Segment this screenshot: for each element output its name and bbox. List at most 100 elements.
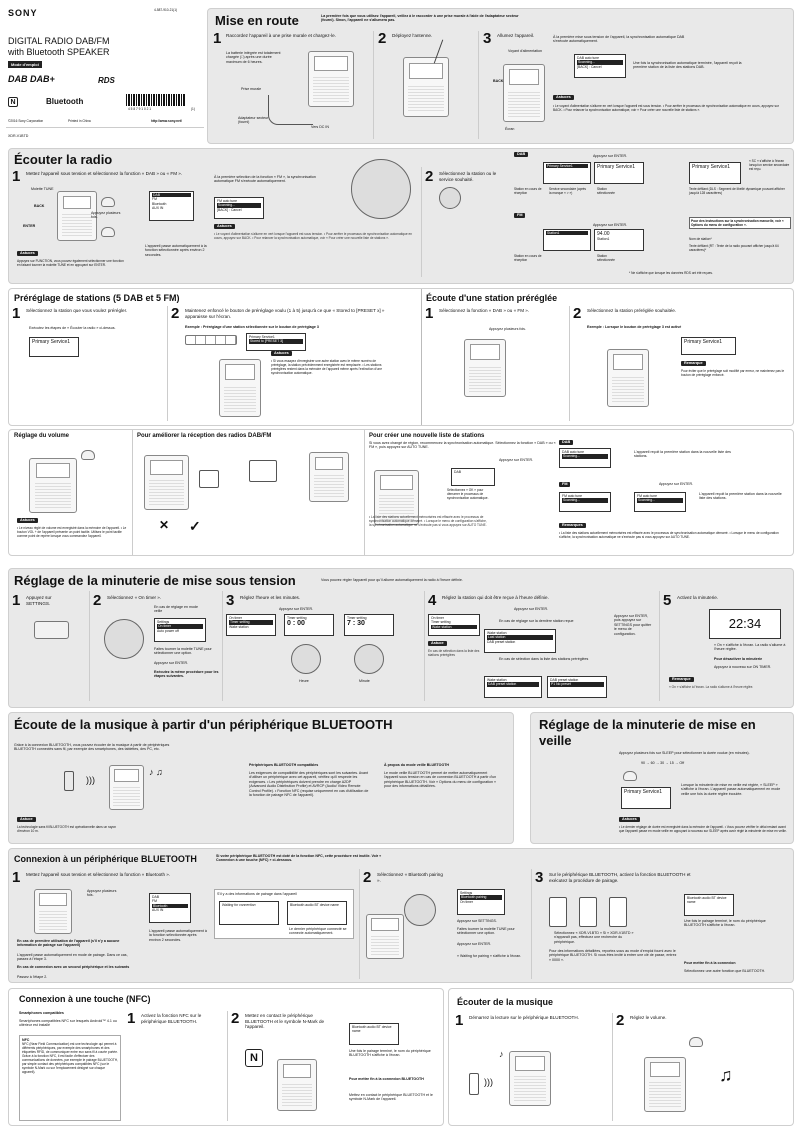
preset-stored: Stored to [PRESET 3]	[249, 339, 303, 344]
reception-title: Pour améliorer la réception des radios D…	[137, 433, 272, 439]
timer-remarque-text: « On » s'affiche à l'écran. La radio s'a…	[669, 685, 754, 689]
timer-tune-knob[interactable]	[104, 619, 144, 659]
brand-logo: SONY	[8, 8, 38, 18]
back-label: BACK	[34, 204, 45, 208]
model-number: XDR-V1BTD	[8, 134, 29, 138]
btconn-menu-bt[interactable]: Bluetooth	[152, 903, 188, 908]
fm-lcd-3: [BACK] : Cancel	[217, 207, 242, 212]
timer-lcd-5-b[interactable]: Last station	[487, 635, 553, 640]
nfc-compat-title: Smartphones compatibles	[19, 1011, 64, 1015]
music-panel: Écouter de la musique 1 Démarrez la lect…	[448, 988, 794, 1126]
music-title: Écouter de la musique	[457, 997, 554, 1007]
nl-dab-lcd-2: Scanning...	[562, 454, 608, 459]
menu-item-auxin[interactable]: AUX IN	[152, 205, 164, 210]
timer-lcd-ontimer[interactable]: On timer	[157, 624, 203, 629]
reception-device-1	[144, 455, 189, 510]
btconn-menu-dab[interactable]: DAB	[152, 895, 159, 899]
timer-intro: Vous pouvez régler l'appareil pour qu'il…	[321, 578, 463, 582]
newlist-cancel-note: Sélectionnez « OK » pour démarrer le pro…	[447, 488, 489, 500]
btconn-pairing-info: S'il y a des informations de pairage dan…	[217, 892, 297, 896]
timer-lcd-1-c[interactable]: Wake station	[229, 624, 249, 629]
dab-sc-note: « SC » s'affiche à l'écran lorsqu'un ser…	[749, 159, 790, 171]
nfc-device	[277, 1059, 317, 1111]
volume-device	[29, 458, 77, 513]
tune-knob-large[interactable]	[351, 159, 411, 219]
listen-astuces-text: • Le voyant d'alimentation s'allume en v…	[214, 232, 414, 272]
btconn-s1-num: 1	[12, 869, 21, 886]
timer-minute-knob[interactable]	[354, 644, 384, 674]
btconn-menu-aux[interactable]: AUX IN	[152, 907, 164, 912]
timer-lcd-5-c[interactable]: DAB preset station	[487, 639, 516, 644]
volume-panel: Réglage du volume Astuces • Le niveau ré…	[8, 429, 794, 556]
timer-lcd-2: Timer setting 0 : 00	[284, 614, 334, 636]
timer-s4-num: 4	[428, 592, 437, 609]
setup-dcin: Vers DC IN	[311, 125, 329, 129]
timer-remarque-tag: Remarque	[669, 677, 694, 682]
menu-item-fm[interactable]: FM	[152, 197, 157, 202]
btconn-menu-fm[interactable]: FM	[152, 899, 157, 904]
timer-press-enter-2: Appuyez sur ENTER.	[514, 607, 549, 611]
timer-hour-knob[interactable]	[291, 644, 321, 674]
hand-icon-2	[101, 227, 115, 237]
timer-lcd-4: On timer Timer setting Wake station	[428, 614, 480, 636]
preset-step2-num: 2	[171, 305, 180, 322]
timer-s2-num: 2	[93, 592, 102, 609]
btconn-device-name: Bluetooth audio BT device name	[290, 903, 339, 907]
timer-lcd-7-b[interactable]: P1 No preset	[550, 682, 604, 687]
timer-lcd-5-a: Wake station	[487, 631, 507, 635]
listen-step1-num: 1	[12, 168, 21, 185]
setup-step3-num: 3	[483, 30, 492, 47]
btconn-lcd-ontimer[interactable]: On timer	[460, 899, 473, 904]
barcode	[126, 94, 186, 106]
sleep-tips-tag: Astuces	[619, 817, 640, 822]
bt-mode-title: À propos du mode veille BLUETOOTH	[384, 763, 450, 767]
sleep-lcd-text: Primary Service1	[624, 789, 663, 795]
newlist-dab-tag: DAB	[559, 440, 574, 445]
setup-tips: • Le voyant d'alimentation s'allume en v…	[553, 104, 779, 112]
setup-device-3	[503, 64, 545, 122]
fm-lcd-1: FM auto tune	[217, 199, 237, 203]
phone-icon-3	[579, 897, 597, 927]
btconn-lcd-pairing[interactable]: Bluetooth pairing	[460, 895, 502, 900]
nfc-box: NFC (Near Field Communication) est une t…	[22, 1042, 118, 1075]
menu-item-dab[interactable]: DAB	[152, 193, 191, 198]
bt-compat-title: Périphériques BLUETOOTH compatibles	[249, 763, 319, 767]
timer-s3: Réglez l'heure et les minutes.	[240, 595, 301, 600]
preset-listen-press: Appuyez plusieurs fois.	[489, 327, 526, 331]
menu-item-bluetooth[interactable]: Bluetooth	[152, 201, 167, 206]
btconn-s2d: « Waiting for pairing » s'affiche à l'éc…	[457, 954, 522, 958]
timer-lcd-4-c[interactable]: Wake station	[431, 624, 477, 629]
timer-lcd-6-b[interactable]: DAB preset station	[487, 682, 539, 687]
fm-freq: 94.00	[597, 231, 610, 237]
bt-title: Écoute de la musique à partir d'un périp…	[14, 717, 393, 732]
back-label: BACK	[493, 79, 504, 83]
bt-panel: Écoute de la musique à partir d'un périp…	[8, 712, 514, 844]
timer-lcd-1-b[interactable]: Timer setting	[229, 620, 273, 625]
btconn-end: Sélectionnez une autre fonction que BLUE…	[684, 969, 766, 973]
listen-astuces-2: Astuces	[214, 224, 235, 229]
timer-s2d: Appuyez sur ENTER.	[154, 661, 189, 665]
btconn-first-use-b: L'appareil passe automatiquement en mode…	[17, 953, 128, 962]
timer-lcd-7: DAB preset station P1 No preset	[547, 676, 607, 698]
btconn-s2-num: 2	[363, 869, 372, 886]
tune-knob[interactable]	[439, 187, 461, 209]
settings-button[interactable]	[34, 621, 69, 639]
preset-lcd-1: Primary Service1	[29, 337, 79, 357]
preset-listen-title: Écoute d'une station préréglée	[426, 293, 558, 303]
timer-lcd-autopower[interactable]: Auto power off	[157, 628, 179, 633]
nl-fm-lcd-b1: FM auto tune	[637, 494, 657, 498]
preset-listen-step1: Sélectionnez la fonction « DAB » ou « FM…	[439, 308, 530, 313]
bt-intro: Grâce à la connexion BLUETOOTH, vous pou…	[14, 743, 170, 752]
fm-note: Pour des instructions sur la synchronisa…	[689, 217, 791, 229]
timer-s4c: En cas de sélection dans la liste des st…	[499, 657, 589, 661]
timer-s5d: Appuyez à nouveau sur ON TIMER.	[714, 665, 772, 669]
timer-remarque: « On » s'affiche à l'écran. La radio s'a…	[669, 685, 789, 703]
btconn-knob[interactable]	[404, 894, 436, 926]
timer-s5: Activez la minuterie.	[677, 595, 719, 600]
btconn-end-title: Pour mettre fin à la connexion	[684, 961, 736, 965]
music-device-2	[644, 1057, 686, 1112]
part-number: 4-587-910-21(1)	[154, 8, 178, 12]
listen-tips-dup: • Le voyant d'alimentation s'allume en v…	[214, 232, 413, 240]
sony-url[interactable]: http://www.sony.net/	[151, 119, 182, 123]
newlist-lcd-dab: DAB	[454, 470, 461, 474]
